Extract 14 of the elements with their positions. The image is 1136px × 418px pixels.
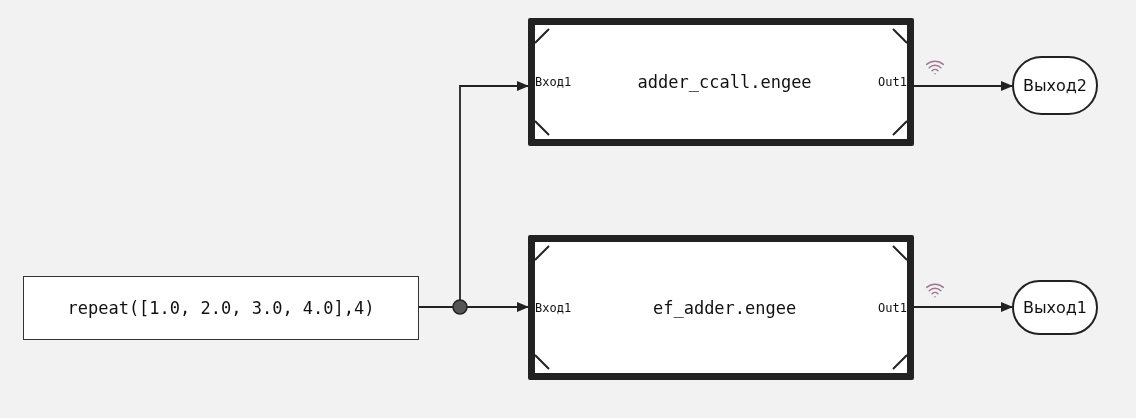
block-title: adder_ccall.engee [637,72,812,92]
port-label: Вход1 [535,300,572,315]
port-label: Out1 [878,300,907,315]
port-label: Вход1 [535,75,572,89]
source-block [23,276,419,340]
output-port [1012,56,1098,115]
port-label: Out1 [878,75,907,89]
source-label: repeat([1.0, 2.0, 3.0, 4.0],4) [67,298,375,318]
port-name: Выход2 [1022,76,1088,95]
port-name: Выход1 [1022,298,1088,317]
block-title: ef_adder.engee [652,297,797,318]
output-port [1012,280,1098,335]
signal-arrow [913,302,1013,312]
signal-arrow [913,81,1013,91]
